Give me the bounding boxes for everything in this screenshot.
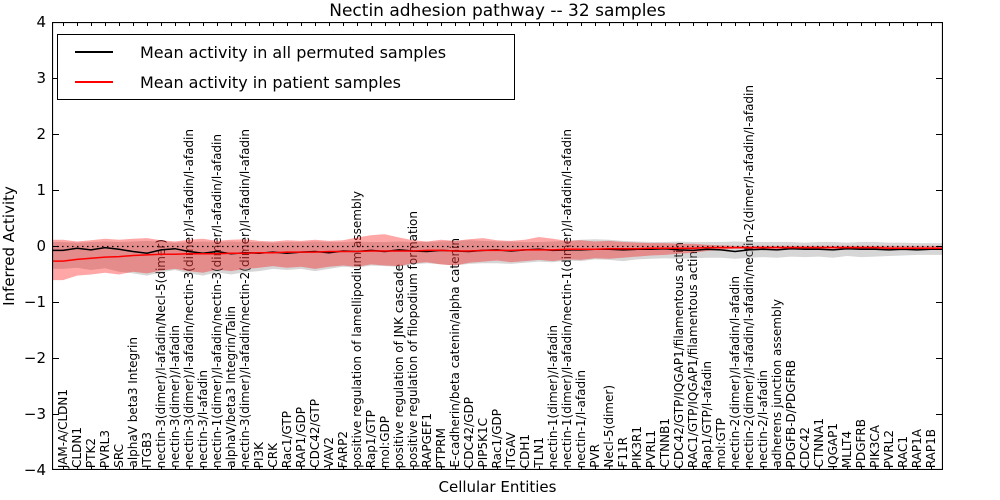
y-tick-label: −3 [23,405,46,423]
permuted-mean-line-sample [75,51,113,53]
patient-mean-line-sample [75,81,113,83]
legend: Mean activity in all permuted samples Me… [57,34,515,100]
legend-item-permuted: Mean activity in all permuted samples [58,38,514,66]
legend-item-patient: Mean activity in patient samples [58,68,514,96]
y-tick-label: 2 [36,125,46,143]
y-tick-label: 1 [36,181,46,199]
plot-area [52,22,943,470]
legend-label-patient: Mean activity in patient samples [140,72,401,92]
chart-title: Nectin adhesion pathway -- 32 samples [329,1,666,21]
legend-label-permuted: Mean activity in all permuted samples [140,42,447,62]
patient-std-band [52,234,943,281]
x-axis-label: Cellular Entities [438,478,557,496]
y-tick-label: 3 [36,69,46,87]
y-tick-label: −2 [23,349,46,367]
patient-mean-line [52,246,943,262]
axes-frame [52,22,943,470]
y-tick-label: −1 [23,293,46,311]
y-tick-label: 0 [36,237,46,255]
y-tick-label: −4 [23,461,46,479]
y-tick-label: 4 [36,13,46,31]
